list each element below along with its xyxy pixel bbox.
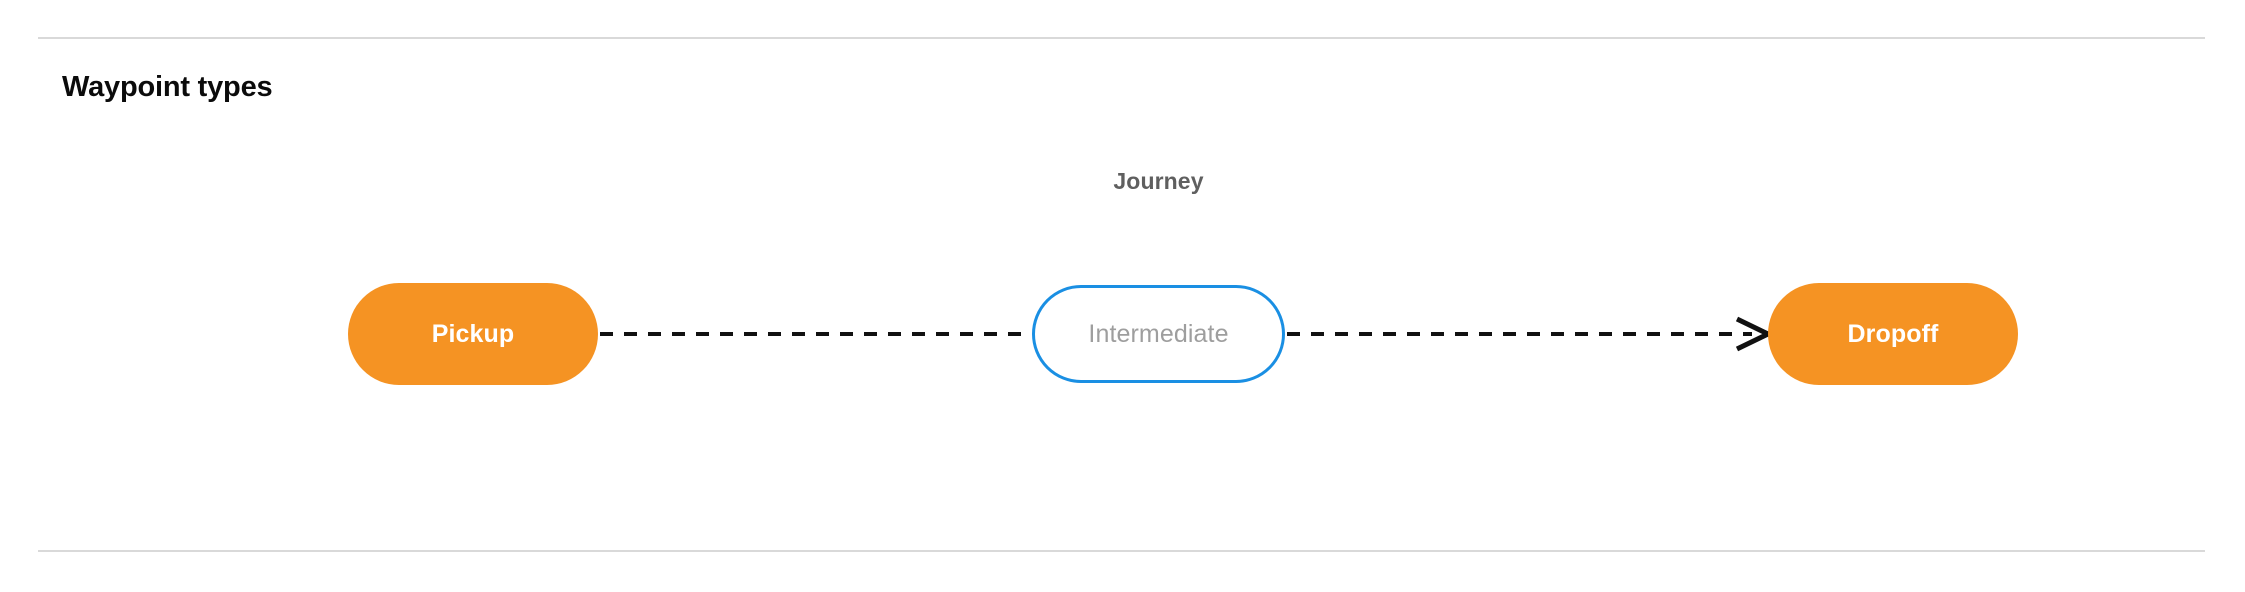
top-divider — [38, 37, 2205, 39]
node-pickup-label: Pickup — [431, 319, 515, 348]
page-title: Waypoint types — [62, 71, 273, 103]
node-pickup[interactable]: Pickup — [348, 283, 598, 385]
arrowhead-icon — [1735, 316, 1774, 352]
node-intermediate[interactable]: Intermediate — [1032, 285, 1285, 383]
node-dropoff[interactable]: Dropoff — [1768, 283, 2018, 385]
node-dropoff-label: Dropoff — [1847, 319, 1939, 348]
bottom-divider — [38, 550, 2205, 552]
node-intermediate-label: Intermediate — [1088, 319, 1229, 348]
cluster-label-journey: Journey — [1113, 168, 1204, 194]
